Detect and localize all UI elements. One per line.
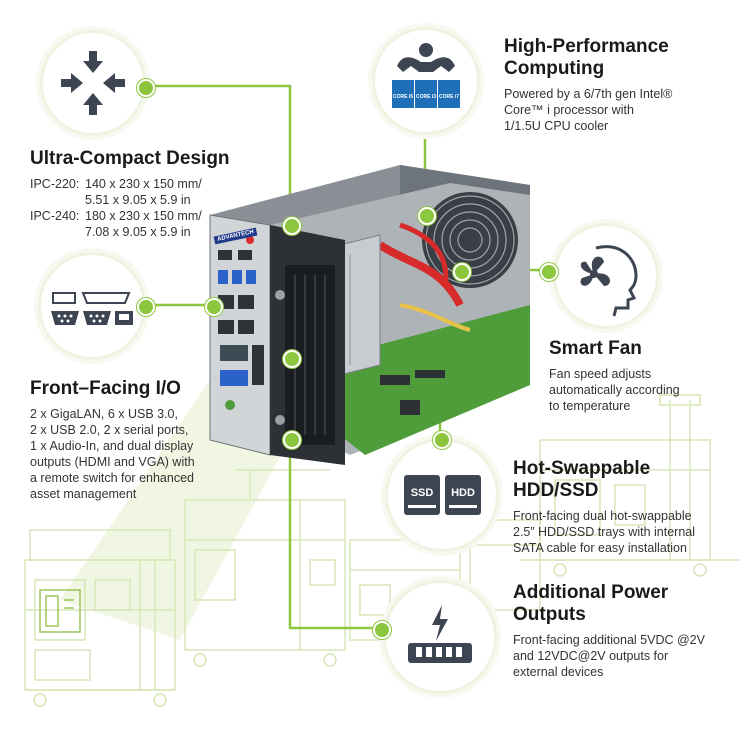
ultra-compact-specs: IPC-220: 140 x 230 x 150 mm/ 5.51 x 9.05…: [30, 176, 260, 240]
compress-arrows-icon: [61, 51, 125, 115]
hot-swap-title-line1: Hot-Swappable: [513, 458, 651, 479]
spec-row-ipc240-imperial: 7.08 x 9.05 x 5.9 in: [30, 224, 260, 240]
power-outputs-dot: [373, 621, 391, 639]
smart-fan-product-dot: [453, 263, 471, 281]
spec-dim-imperial: 5.51 x 9.05 x 5.9 in: [85, 193, 191, 207]
smart-fan-section: Smart Fan Fan speed adjusts automaticall…: [549, 338, 739, 414]
power-outputs-icon-circle: [383, 580, 497, 694]
desc-line: 1/1.5U CPU cooler: [504, 119, 609, 133]
ultra-compact-title: Ultra-Compact Design: [30, 148, 230, 169]
spec-dim-metric: 140 x 230 x 150 mm/: [85, 177, 202, 191]
power-outputs-title-line2: Outputs: [513, 604, 586, 625]
drive-label-hdd: HDD: [451, 487, 475, 499]
desc-line: to temperature: [549, 399, 631, 413]
front-io-section: Front–Facing I/O 2 x GigaLAN, 6 x USB 3.…: [30, 378, 250, 502]
ultra-compact-product-dot: [283, 217, 301, 235]
power-connector-icon: [408, 605, 472, 663]
chip-label-2: CORE i3: [416, 94, 436, 100]
strongman-intel-icon: CORE i5 CORE i3 CORE i7: [392, 43, 460, 108]
drive-label-ssd: SSD: [411, 487, 434, 499]
spec-row-ipc220-imperial: 5.51 x 9.05 x 5.9 in: [30, 192, 260, 208]
smart-fan-icon-circle: [553, 223, 659, 329]
front-io-icon-circle: [38, 252, 146, 360]
hot-swap-icon-circle: SSD HDD: [385, 438, 499, 552]
ultra-compact-section: Ultra-Compact Design IPC-220: 140 x 230 …: [30, 148, 260, 240]
spec-model: IPC-220:: [30, 177, 80, 191]
spec-dim-metric: 180 x 230 x 150 mm/: [85, 209, 202, 223]
desc-line: asset management: [30, 487, 137, 501]
io-ports-icon: [51, 292, 133, 325]
ultra-compact-icon-circle: [40, 30, 146, 136]
spec-model: IPC-240:: [30, 209, 80, 223]
desc-line: 2.5” HDD/SSD trays with internal: [513, 525, 696, 539]
spec-dim-imperial: 7.08 x 9.05 x 5.9 in: [85, 225, 191, 239]
spec-row-ipc240: IPC-240: 180 x 230 x 150 mm/: [30, 208, 260, 224]
high-performance-title-line1: High-Performance: [504, 36, 669, 57]
hot-swap-section: Hot-Swappable HDD/SSD Front-facing dual …: [513, 458, 743, 556]
desc-line: Front-facing additional 5VDC @2V: [513, 633, 705, 647]
desc-line: 1 x Audio-In, and dual display: [30, 439, 194, 453]
smart-fan-title: Smart Fan: [549, 338, 642, 359]
desc-line: SATA cable for easy installation: [513, 541, 687, 555]
high-performance-section: High-Performance Computing Powered by a …: [504, 36, 734, 134]
high-performance-title-line2: Computing: [504, 58, 605, 79]
ultra-compact-dot: [137, 79, 155, 97]
drive-bays-icon: SSD HDD: [404, 475, 481, 515]
chip-label-3: CORE i7: [439, 94, 459, 100]
high-performance-dot: [418, 207, 436, 225]
hot-swap-title-line2: HDD/SSD: [513, 480, 599, 501]
front-io-product-dot: [205, 298, 223, 316]
power-outputs-title-line1: Additional Power: [513, 582, 669, 603]
front-io-title: Front–Facing I/O: [30, 378, 181, 399]
hot-swap-dot: [433, 431, 451, 449]
front-io-dot: [137, 298, 155, 316]
power-outputs-product-dot: [283, 431, 301, 449]
desc-line: automatically according: [549, 383, 680, 397]
smart-fan-dot: [540, 263, 558, 281]
hot-swap-product-dot: [283, 350, 301, 368]
desc-line: outputs (HDMI and VGA) with: [30, 455, 195, 469]
power-outputs-description: Front-facing additional 5VDC @2V and 12V…: [513, 632, 743, 680]
desc-line: Powered by a 6/7th gen Intel®: [504, 87, 673, 101]
spec-row-ipc220: IPC-220: 140 x 230 x 150 mm/: [30, 176, 260, 192]
high-performance-description: Powered by a 6/7th gen Intel® Core™ i pr…: [504, 86, 734, 134]
hot-swap-description: Front-facing dual hot-swappable 2.5” HDD…: [513, 508, 743, 556]
desc-line: a remote switch for enhanced: [30, 471, 194, 485]
power-outputs-section: Additional Power Outputs Front-facing ad…: [513, 582, 743, 680]
desc-line: Front-facing dual hot-swappable: [513, 509, 692, 523]
chip-label-1: CORE i5: [393, 94, 413, 100]
desc-line: Fan speed adjusts: [549, 367, 652, 381]
desc-line: external devices: [513, 665, 604, 679]
desc-line: 2 x USB 2.0, 2 x serial ports,: [30, 423, 189, 437]
front-io-description: 2 x GigaLAN, 6 x USB 3.0, 2 x USB 2.0, 2…: [30, 406, 250, 502]
desc-line: Core™ i processor with: [504, 103, 634, 117]
desc-line: 2 x GigaLAN, 6 x USB 3.0,: [30, 407, 178, 421]
fan-head-icon: [580, 245, 638, 317]
smart-fan-description: Fan speed adjusts automatically accordin…: [549, 366, 739, 414]
high-performance-icon-circle: CORE i5 CORE i3 CORE i7: [372, 27, 480, 135]
desc-line: and 12VDC@2V outputs for: [513, 649, 669, 663]
